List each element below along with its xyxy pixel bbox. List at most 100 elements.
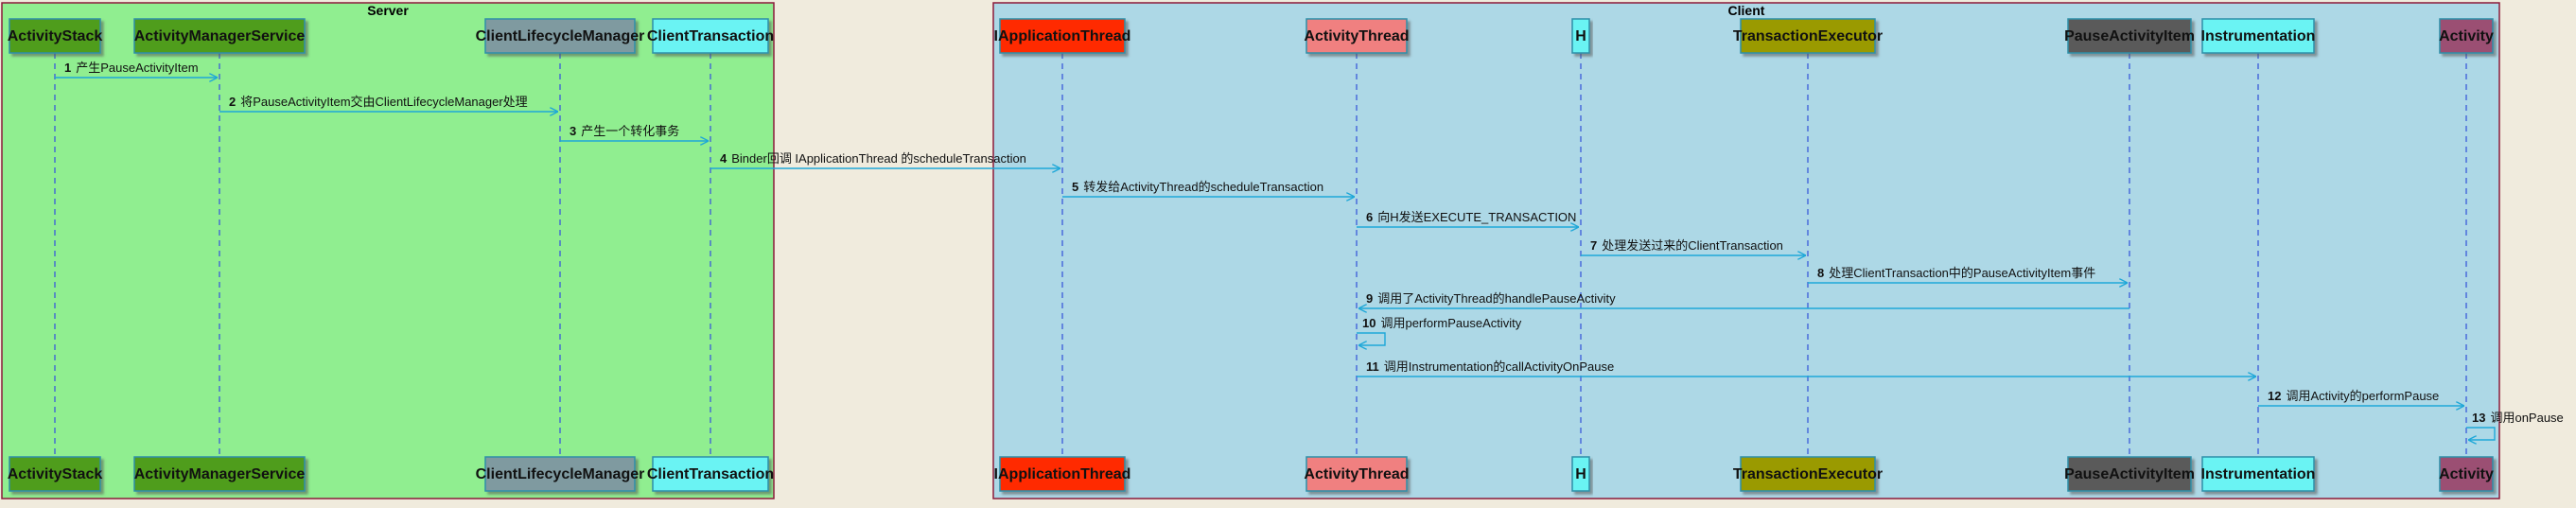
- message-number: 1: [64, 61, 71, 75]
- participant-label: PauseActivityItem: [2064, 28, 2195, 44]
- participant-inst-top: Instrumentation: [2201, 18, 2316, 54]
- message-text: 产生一个转化事务: [581, 124, 679, 138]
- participant-inst-bottom: Instrumentation: [2201, 456, 2316, 492]
- participant-clm-bottom: ClientLifecycleManager: [476, 456, 645, 492]
- participant-box: [999, 18, 1126, 54]
- group-client-title: Client: [1728, 3, 1765, 18]
- message-number: 7: [1590, 238, 1597, 253]
- group-client: Client: [992, 2, 2500, 499]
- participants-top: ActivityStack ActivityManagerService Clien…: [8, 18, 2494, 54]
- participant-box: [1306, 18, 1408, 54]
- participant-box: [2067, 18, 2192, 54]
- participant-box: [1740, 456, 1876, 492]
- participant-label: IApplicationThread: [994, 28, 1131, 44]
- participant-box: [484, 18, 636, 54]
- message-text: Binder回调 IApplicationThread 的scheduleTra…: [731, 151, 1026, 166]
- message-text: 转发给ActivityThread的scheduleTransaction: [1083, 180, 1323, 194]
- message-number: 9: [1366, 291, 1373, 306]
- message-8: 8 处理ClientTransaction中的PauseActivityItem事…: [1808, 266, 2128, 283]
- message-label: 11 调用Instrumentation的callActivityOnPause: [1366, 359, 1614, 374]
- message-number: 6: [1366, 210, 1373, 224]
- participant-activity-bottom: Activity: [2439, 456, 2494, 492]
- message-label: 8 处理ClientTransaction中的PauseActivityItem事…: [1817, 266, 2095, 280]
- message-number: 12: [2268, 389, 2281, 403]
- participant-box: [484, 456, 636, 492]
- participant-clm-top: ClientLifecycleManager: [476, 18, 644, 54]
- participant-label: TransactionExecutor: [1733, 28, 1883, 44]
- participant-box: [999, 456, 1126, 492]
- message-6: 6 向H发送EXECUTE_TRANSACTION: [1357, 210, 1579, 227]
- participant-label: TransactionExecutor: [1733, 466, 1883, 482]
- participant-pai-bottom: PauseActivityItem: [2064, 456, 2195, 492]
- participant-ct-top: ClientTransaction: [647, 18, 774, 54]
- participant-box: [133, 18, 306, 54]
- message-text: 调用onPause: [2490, 411, 2563, 425]
- message-label: 1 产生PauseActivityItem: [64, 61, 199, 75]
- message-arrow: [1357, 332, 1386, 345]
- participant-label: H: [1575, 28, 1586, 44]
- message-label: 13 调用onPause: [2472, 411, 2564, 425]
- participant-box: [1740, 18, 1876, 54]
- participant-label: ActivityThread: [1304, 466, 1409, 482]
- message-number: 11: [1366, 359, 1379, 374]
- participant-label: Instrumentation: [2201, 466, 2316, 482]
- participant-iat-bottom: IApplicationThread: [994, 456, 1131, 492]
- participant-box: [9, 18, 101, 54]
- participant-label: ClientTransaction: [647, 466, 774, 482]
- lifelines: [54, 53, 2467, 457]
- message-13: 13 调用onPause: [2466, 411, 2564, 440]
- message-number: 4: [720, 151, 727, 166]
- group-server-box: [1, 2, 775, 499]
- message-number: 3: [570, 124, 576, 138]
- message-3: 3 产生一个转化事务: [560, 124, 709, 141]
- participant-box: [1571, 456, 1590, 492]
- message-7: 7 处理发送过来的ClientTransaction: [1581, 238, 1806, 255]
- group-server-title: Server: [367, 3, 409, 18]
- message-label: 6 向H发送EXECUTE_TRANSACTION: [1366, 210, 1576, 224]
- participant-box: [652, 456, 769, 492]
- participant-ct-bottom: ClientTransaction: [647, 456, 774, 492]
- message-text: 调用performPauseActivity: [1380, 316, 1521, 330]
- message-text: 调用Instrumentation的callActivityOnPause: [1384, 359, 1614, 374]
- participant-label: Activity: [2439, 28, 2494, 44]
- participant-label: PauseActivityItem: [2064, 466, 2195, 482]
- participant-box: [2201, 456, 2315, 492]
- message-1: 1 产生PauseActivityItem: [55, 61, 218, 78]
- participant-at-bottom: ActivityThread: [1304, 456, 1410, 492]
- participant-box: [1306, 456, 1408, 492]
- participant-h-bottom: H: [1571, 456, 1590, 492]
- participant-box: [1571, 18, 1590, 54]
- message-label: 3 产生一个转化事务: [570, 124, 679, 138]
- message-text: 向H发送EXECUTE_TRANSACTION: [1377, 210, 1576, 224]
- participant-box: [2439, 18, 2494, 54]
- participant-label: ClientLifecycleManager: [476, 466, 645, 482]
- message-text: 调用了ActivityThread的handlePauseActivity: [1377, 291, 1616, 306]
- participant-label: ActivityManagerService: [134, 466, 306, 482]
- message-text: 处理ClientTransaction中的PauseActivityItem事件: [1829, 266, 2095, 280]
- participant-pai-top: PauseActivityItem: [2064, 18, 2195, 54]
- participant-te-top: TransactionExecutor: [1733, 18, 1883, 54]
- message-text: 处理发送过来的ClientTransaction: [1602, 238, 1783, 253]
- message-number: 8: [1817, 266, 1824, 280]
- participant-te-bottom: TransactionExecutor: [1733, 456, 1883, 492]
- participant-box: [2067, 456, 2192, 492]
- participant-label: IApplicationThread: [994, 466, 1131, 482]
- participant-label: ActivityStack: [8, 28, 103, 44]
- participant-box: [9, 456, 101, 492]
- message-number: 13: [2472, 411, 2485, 425]
- message-11: 11 调用Instrumentation的callActivityOnPause: [1357, 359, 2256, 377]
- message-number: 2: [229, 95, 236, 109]
- participant-ams-top: ActivityManagerService: [133, 18, 306, 54]
- participant-box: [2201, 18, 2315, 54]
- message-label: 7 处理发送过来的ClientTransaction: [1590, 238, 1783, 253]
- message-label: 4 Binder回调 IApplicationThread 的scheduleTr…: [720, 151, 1026, 166]
- participant-label: Instrumentation: [2201, 28, 2316, 44]
- message-text: 产生PauseActivityItem: [76, 61, 198, 75]
- participant-activity-stack-top: ActivityStack: [8, 18, 103, 54]
